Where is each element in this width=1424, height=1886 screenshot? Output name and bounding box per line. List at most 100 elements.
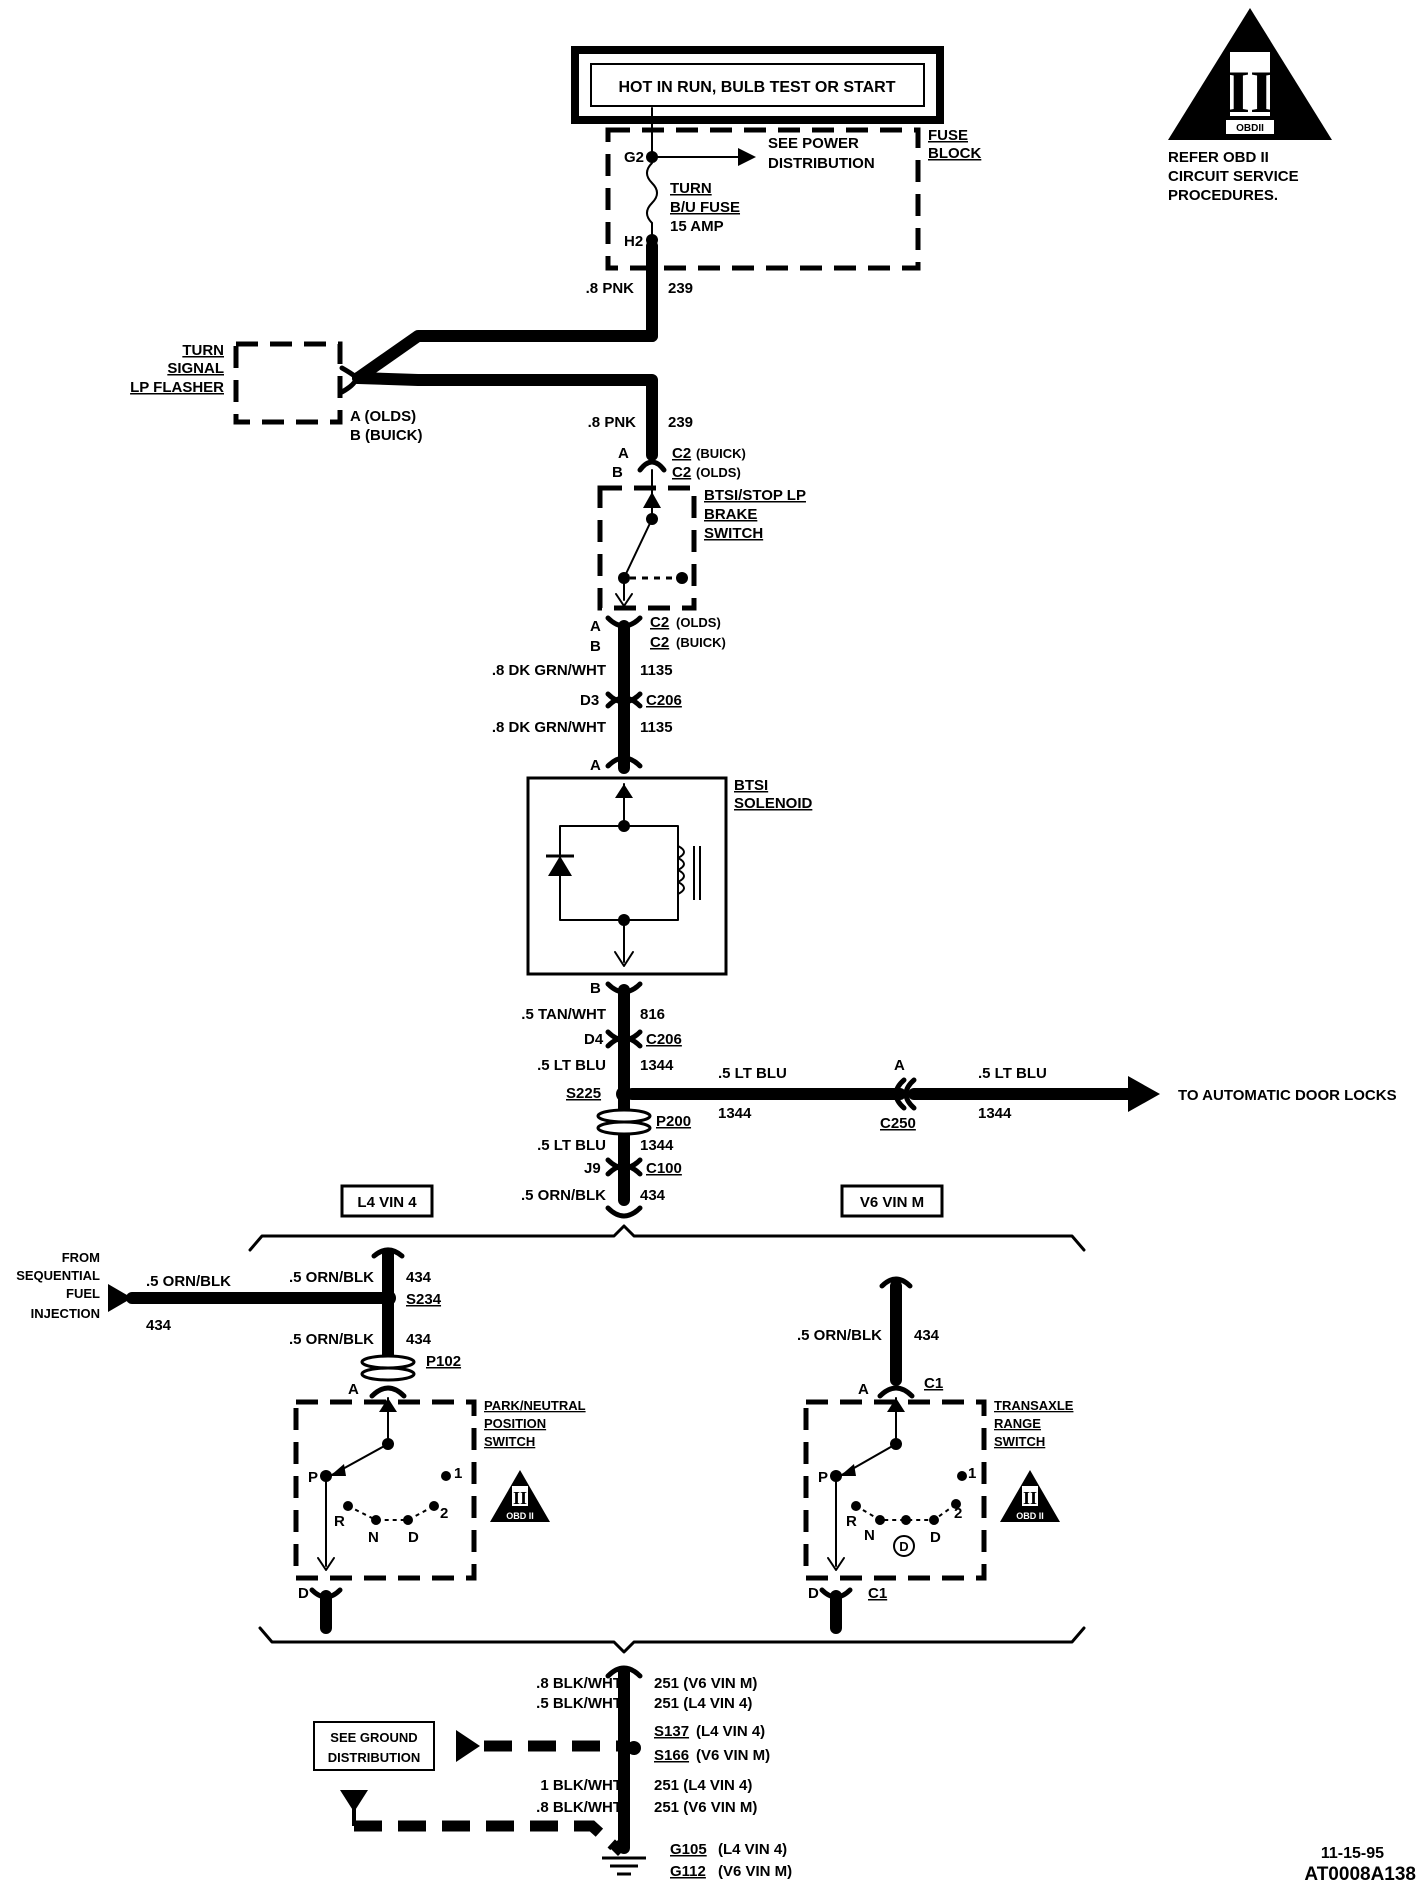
- see-ground-line2: DISTRIBUTION: [328, 1750, 420, 1765]
- wire-8-gauge: .5 ORN/BLK: [521, 1187, 606, 1204]
- fuse-rating: 15 AMP: [670, 218, 724, 235]
- right-wire-gauge: .5 ORN/BLK: [797, 1327, 882, 1344]
- obd-warning-badge: II OBDII: [1168, 8, 1332, 140]
- right-wire-circuit: 434: [914, 1327, 940, 1344]
- right-pos-2: 2: [954, 1505, 962, 1522]
- left-wire-1-gauge: .5 ORN/BLK: [289, 1269, 374, 1286]
- p102-label: P102: [426, 1353, 461, 1370]
- left-wire-2-gauge: .5 ORN/BLK: [289, 1331, 374, 1348]
- fuse-block-name-line2: BLOCK: [928, 145, 981, 162]
- right-obd-numeral: II: [1023, 1488, 1037, 1508]
- coil-icon: [677, 845, 685, 895]
- ground-wire-2-circuit: 251 (L4 VIN 4): [654, 1695, 752, 1712]
- sfi-source: FROM SEQUENTIAL FUEL INJECTION: [16, 1250, 132, 1321]
- range-switch-name-line3: SWITCH: [994, 1434, 1045, 1449]
- wire-8-circuit: 434: [640, 1187, 666, 1204]
- sfi-line1: FROM: [62, 1250, 100, 1265]
- door-wire-2-circuit: 1344: [978, 1105, 1012, 1122]
- pnp-switch-name-line2: POSITION: [484, 1416, 546, 1431]
- fuse-name-line1: TURN: [670, 180, 712, 197]
- variant-left-label: L4 VIN 4: [357, 1194, 417, 1211]
- brake-switch-name-line2: BRAKE: [704, 506, 757, 523]
- obd-small-badge-left: II OBD II: [490, 1470, 550, 1522]
- left-pos-p: P: [308, 1469, 318, 1486]
- splice-s166-note: (V6 VIN M): [696, 1747, 770, 1764]
- transaxle-range-switch: P R N D D 2 1 TRANSAXLE RANGE SWITCH: [803, 1397, 1074, 1581]
- door-wire-2-gauge: .5 LT BLU: [978, 1065, 1047, 1082]
- sfi-wire-gauge: .5 ORN/BLK: [146, 1273, 231, 1290]
- pnp-switch-name-line3: SWITCH: [484, 1434, 535, 1449]
- wire-2-gauge: .8 PNK: [588, 414, 637, 431]
- splice-s166: S166: [654, 1747, 689, 1764]
- right-pos-d: D: [930, 1529, 941, 1546]
- connector-c250: A C250: [880, 1057, 917, 1132]
- fuse-name-line2: B/U FUSE: [670, 199, 740, 216]
- bottom-brace: [258, 1626, 1086, 1654]
- sfi-line4: INJECTION: [31, 1306, 100, 1321]
- connector-c100: J9 C100: [584, 1157, 682, 1177]
- wire-1-gauge: .8 PNK: [586, 280, 635, 297]
- c206-top-pin: D3: [580, 692, 599, 709]
- wire-1-circuit: 239: [668, 280, 693, 297]
- pass-through-p102: P102: [360, 1353, 461, 1382]
- left-wire-1-circuit: 434: [406, 1269, 432, 1286]
- splice-s137-note: (L4 VIN 4): [696, 1723, 765, 1740]
- ground-g105-note: (L4 VIN 4): [718, 1841, 787, 1858]
- flasher-pin-a: A (OLDS): [350, 408, 416, 425]
- obd-badge-numeral: II: [1227, 59, 1274, 125]
- btsi-stop-brake-switch: A B C2 (BUICK) C2 (OLDS) BTSI/STOP LP BR…: [590, 445, 806, 655]
- solenoid-pin-a: A: [590, 757, 601, 774]
- left-wire-2-circuit: 434: [406, 1331, 432, 1348]
- wire-2-circuit: 239: [668, 414, 693, 431]
- solenoid-name-line1: BTSI: [734, 777, 768, 794]
- right-pin-d: D: [808, 1585, 819, 1602]
- obd-badge-caption: OBDII: [1236, 123, 1264, 134]
- ground-wire-2-gauge: .5 BLK/WHT: [536, 1695, 622, 1712]
- obd-small-badge-right: II OBD II: [1000, 1470, 1060, 1522]
- door-locks-arrow-icon: [1128, 1076, 1160, 1112]
- ground-g112: G112: [670, 1863, 706, 1880]
- wire-6-gauge: .5 LT BLU: [537, 1057, 606, 1074]
- power-source-box: HOT IN RUN, BULB TEST OR START: [571, 46, 944, 124]
- right-obd-caption: OBD II: [1016, 1511, 1044, 1521]
- c100-pin: J9: [584, 1160, 601, 1177]
- right-pos-r: R: [846, 1513, 857, 1530]
- see-ground-distribution: SEE GROUND DISTRIBUTION: [313, 1721, 435, 1771]
- flasher-name-line1: TURN: [182, 342, 224, 359]
- left-obd-caption: OBD II: [506, 1511, 534, 1521]
- pnp-switch-name-line1: PARK/NEUTRAL: [484, 1398, 586, 1413]
- brake-top-conn1: C2: [672, 445, 691, 462]
- wire-4-gauge: .8 DK GRN/WHT: [492, 719, 606, 736]
- flasher-pin-b: B (BUICK): [350, 427, 423, 444]
- see-power-distribution-line2: DISTRIBUTION: [768, 155, 875, 172]
- connector-c206-top: D3 C206: [580, 691, 682, 709]
- turn-signal-flasher: TURN SIGNAL LP FLASHER A (OLDS) B (BUICK…: [130, 341, 423, 444]
- ground-g112-note: (V6 VIN M): [718, 1863, 792, 1880]
- sfi-line2: SEQUENTIAL: [16, 1268, 100, 1283]
- sfi-wire-circuit: 434: [146, 1317, 172, 1334]
- wire-7-circuit: 1344: [640, 1137, 674, 1154]
- obd-note-line2: CIRCUIT SERVICE: [1168, 168, 1299, 185]
- brake-top-pin-a: A: [618, 445, 629, 462]
- left-pin-a: A: [348, 1381, 359, 1398]
- brake-bottom-pin-b: B: [590, 638, 601, 655]
- brake-bottom-conn2-note: (BUICK): [676, 635, 726, 650]
- splice-s137: S137: [654, 1723, 689, 1740]
- splice-s234: S234: [406, 1291, 442, 1308]
- brake-switch-name-line3: SWITCH: [704, 525, 763, 542]
- ground-wire-1-gauge: .8 BLK/WHT: [536, 1675, 622, 1692]
- brake-bottom-conn2: C2: [650, 634, 669, 651]
- brake-top-conn1-note: (BUICK): [696, 446, 746, 461]
- see-power-distribution-line1: SEE POWER: [768, 135, 859, 152]
- solenoid-name-line2: SOLENOID: [734, 795, 813, 812]
- left-obd-numeral: II: [513, 1488, 527, 1508]
- brake-switch-name-line1: BTSI/STOP LP: [704, 487, 806, 504]
- footer-date: 11-15-95: [1321, 1845, 1384, 1862]
- brake-top-conn2: C2: [672, 464, 691, 481]
- c206-top-name: C206: [646, 692, 682, 709]
- fuse-pin-top: G2: [624, 149, 644, 166]
- ground-wire-1-circuit: 251 (V6 VIN M): [654, 1675, 757, 1692]
- wire-3-gauge: .8 DK GRN/WHT: [492, 662, 606, 679]
- c250-name: C250: [880, 1115, 916, 1132]
